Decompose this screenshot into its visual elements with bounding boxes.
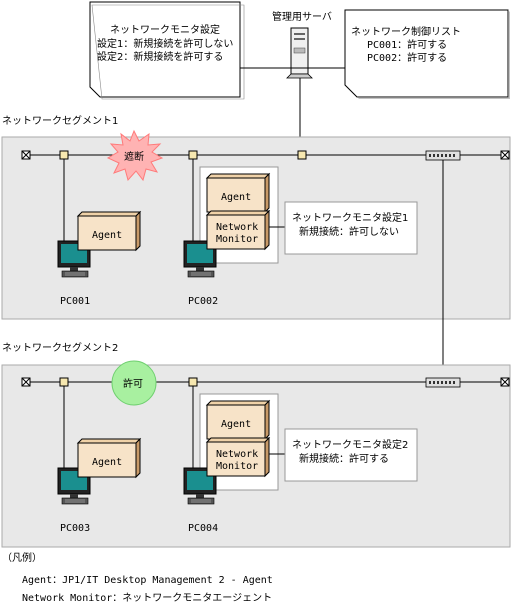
netmon-line2: Monitor — [216, 234, 258, 245]
monitor-note-line1: ネットワークモニタ設定 — [110, 23, 220, 36]
server-icon — [286, 27, 313, 79]
setting2-line2: 新規接続：許可する — [299, 452, 389, 465]
segment1-title: ネットワークセグメント1 — [2, 114, 118, 127]
control-note-line1: ネットワーク制御リスト — [351, 25, 461, 38]
allow-label: 許可 — [123, 377, 143, 390]
block-burst-icon: 遮断 — [106, 129, 164, 182]
terminator-icon — [500, 377, 510, 387]
setting2-line1: ネットワークモニタ設定2 — [292, 438, 408, 451]
terminator-icon — [500, 150, 510, 160]
control-list-note: ネットワーク制御リスト PC001：許可する PC002：許可する — [344, 9, 510, 99]
control-note-line2: PC001：許可する — [367, 38, 447, 51]
switch-icon — [425, 150, 461, 161]
pc002-label: PC002 — [188, 296, 218, 307]
agent-label: Agent — [221, 192, 251, 203]
allow-circle-icon: 許可 — [111, 360, 157, 406]
switch-icon — [425, 377, 461, 388]
pc001-label: PC001 — [60, 296, 90, 307]
legend-netmon: Network Monitor：ネットワークモニタエージェント — [22, 592, 272, 604]
terminator-icon — [21, 377, 31, 387]
block-label: 遮断 — [124, 150, 144, 163]
agent-label: Agent — [221, 419, 251, 430]
monitor-note-line2: 設定1：新規接続を許可しない — [97, 37, 233, 50]
control-note-line3: PC002：許可する — [367, 51, 447, 64]
monitor-note-line3: 設定2：新規接続を許可する — [97, 50, 223, 63]
agent-label: Agent — [92, 457, 122, 468]
setting1-note: ネットワークモニタ設定1 新規接続：許可しない — [284, 201, 418, 255]
setting1-line1: ネットワークモニタ設定1 — [292, 211, 408, 224]
netmon-line1: Network — [216, 449, 258, 460]
netmon-line2: Monitor — [216, 461, 258, 472]
terminator-icon — [21, 150, 31, 160]
setting1-line2: 新規接続：許可しない — [299, 225, 399, 238]
legend-title: （凡例） — [2, 551, 42, 564]
pc003-label: PC003 — [60, 523, 90, 534]
netmon-line1: Network — [216, 222, 258, 233]
server-label: 管理用サーバ — [272, 10, 332, 23]
legend-agent: Agent：JP1/IT Desktop Management 2 - Agen… — [22, 575, 273, 586]
setting2-note: ネットワークモニタ設定2 新規接続：許可する — [284, 428, 418, 482]
agent-label: Agent — [92, 230, 122, 241]
pc004-label: PC004 — [188, 523, 218, 534]
segment2-title: ネットワークセグメント2 — [2, 341, 118, 354]
monitor-settings-note: ネットワークモニタ設定 設定1：新規接続を許可しない 設定2：新規接続を許可する — [89, 1, 245, 100]
